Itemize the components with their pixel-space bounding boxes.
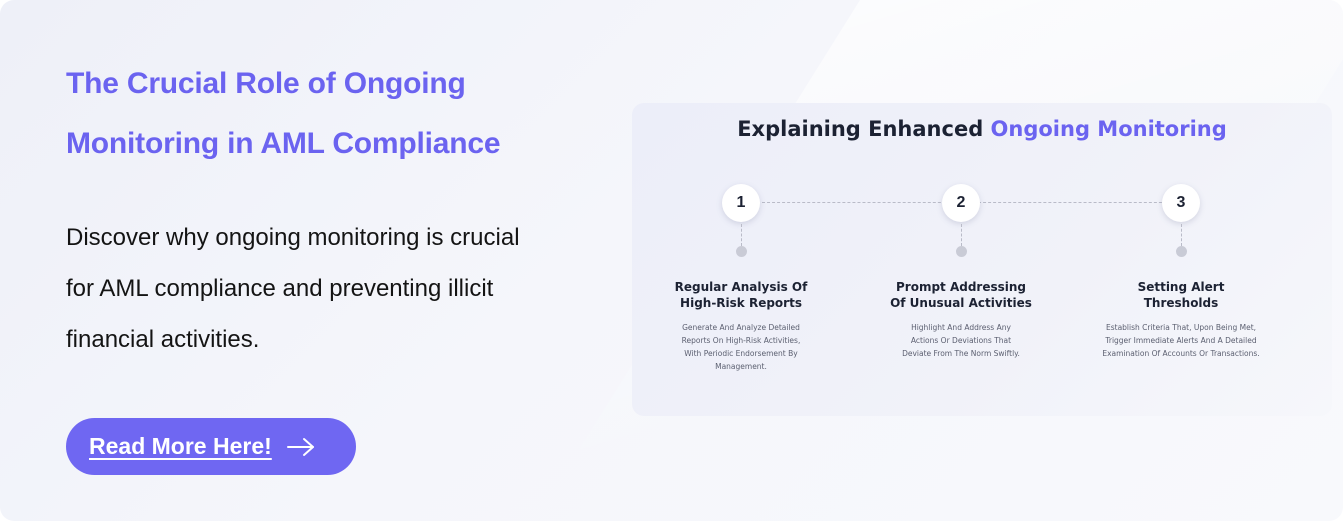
description-line-3: financial activities. [66, 326, 260, 353]
step-2: 2 Prompt Addressing Of Unusual Activitie… [861, 184, 1061, 360]
step-heading: Setting Alert Thresholds [1081, 279, 1281, 311]
step-heading-line: Setting Alert [1137, 280, 1225, 294]
step-dot [735, 246, 747, 257]
description: Discover why ongoing monitoring is cruci… [66, 212, 626, 365]
description-line-1: Discover why ongoing monitoring is cruci… [66, 224, 520, 251]
step-text-line: Highlight And Address Any [911, 323, 1011, 332]
step-text-line: With Periodic Endorsement By [684, 349, 798, 358]
infographic-panel: Explaining Enhanced Ongoing Monitoring 1… [632, 103, 1332, 416]
step-heading-line: Regular Analysis Of [674, 280, 808, 294]
step-dot [1175, 246, 1187, 257]
step-3: 3 Setting Alert Thresholds Establish Cri… [1081, 184, 1281, 360]
step-description: Highlight And Address Any Actions Or Dev… [861, 321, 1061, 360]
read-more-label: Read More Here! [89, 433, 272, 459]
step-number-badge: 3 [1162, 184, 1200, 222]
step-text-line: Deviate From The Norm Swiftly. [902, 349, 1020, 358]
step-text-line: Trigger Immediate Alerts And A Detailed [1105, 336, 1257, 345]
description-line-2: for AML compliance and preventing illici… [66, 275, 494, 302]
step-heading-line: Prompt Addressing [895, 280, 1027, 294]
infographic-title-accent: Ongoing Monitoring [990, 117, 1227, 141]
step-heading-line: High-Risk Reports [680, 296, 802, 310]
step-connector [960, 224, 962, 246]
title-line-2: Monitoring in AML Compliance [66, 127, 501, 160]
infographic-title-prefix: Explaining Enhanced [737, 117, 991, 141]
step-heading-line: Thresholds [1143, 296, 1219, 310]
step-heading: Prompt Addressing Of Unusual Activities [861, 279, 1061, 311]
step-text-line: Management. [715, 362, 767, 371]
read-more-button[interactable]: Read More Here! [66, 418, 356, 475]
step-number-badge: 1 [722, 184, 760, 222]
infographic-title: Explaining Enhanced Ongoing Monitoring [632, 117, 1332, 141]
step-description: Generate And Analyze Detailed Reports On… [641, 321, 841, 373]
step-text-line: Generate And Analyze Detailed [682, 323, 800, 332]
step-number-badge: 2 [942, 184, 980, 222]
step-heading: Regular Analysis Of High-Risk Reports [641, 279, 841, 311]
title-line-1: The Crucial Role of Ongoing [66, 67, 466, 100]
step-dot [955, 246, 967, 257]
step-text-line: Examination Of Accounts Or Transactions. [1102, 349, 1260, 358]
page-title: The Crucial Role of Ongoing Monitoring i… [66, 54, 626, 174]
step-description: Establish Criteria That, Upon Being Met,… [1081, 321, 1281, 360]
step-1: 1 Regular Analysis Of High-Risk Reports … [641, 184, 841, 373]
step-text-line: Actions Or Deviations That [910, 336, 1012, 345]
step-connector [1180, 224, 1182, 246]
step-connector [740, 224, 742, 246]
step-text-line: Reports On High-Risk Activities, [681, 336, 801, 345]
step-text-line: Establish Criteria That, Upon Being Met, [1105, 323, 1257, 332]
step-heading-line: Of Unusual Activities [890, 296, 1032, 310]
text-column: The Crucial Role of Ongoing Monitoring i… [66, 54, 626, 365]
arrow-right-icon [286, 437, 314, 456]
